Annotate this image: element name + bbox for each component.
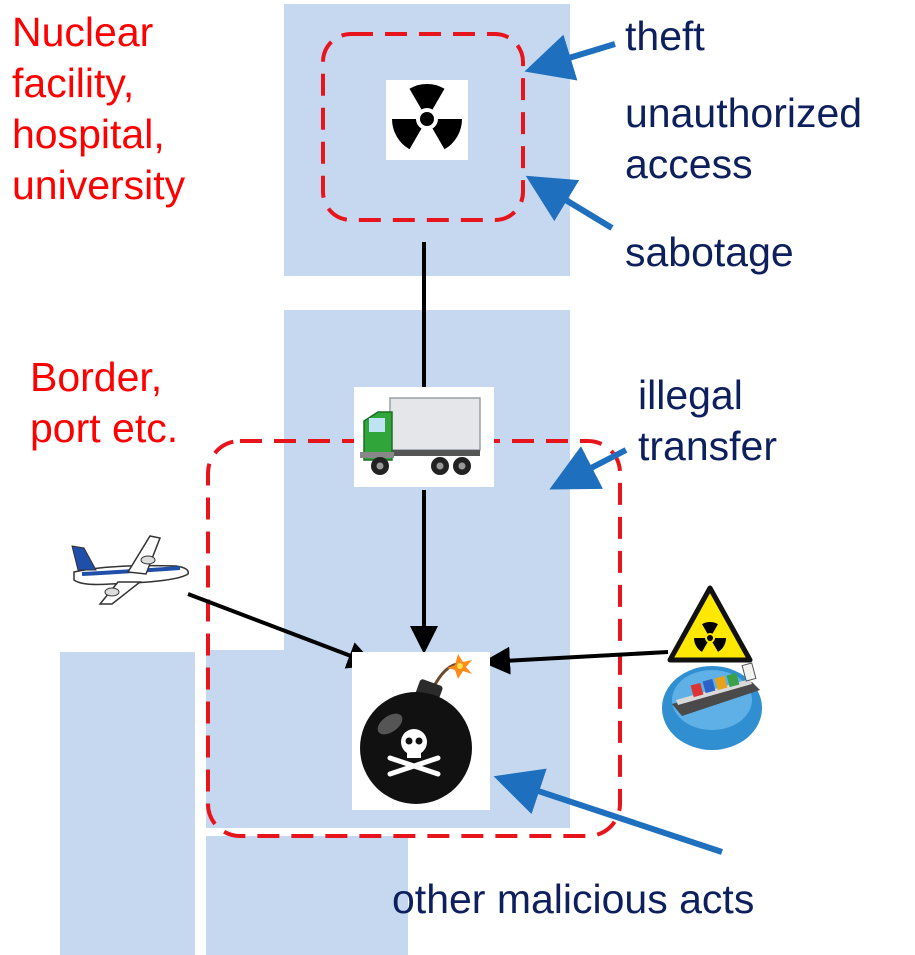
cargo-ship-icon bbox=[662, 662, 762, 750]
border-label: Border, port etc. bbox=[30, 352, 178, 454]
illegal-transfer-line: illegal bbox=[638, 372, 743, 418]
airplane-icon bbox=[71, 535, 189, 605]
facility-label-line: hospital, bbox=[12, 111, 165, 157]
border-label-line: Border, bbox=[30, 354, 163, 400]
arrow-theft bbox=[524, 34, 616, 81]
unauthorized-access-line: unauthorized bbox=[625, 90, 863, 136]
facility-label: Nuclear facility, hospital, university bbox=[12, 7, 185, 211]
flow-sea-to-bomb bbox=[482, 646, 669, 675]
facility-label-line: Nuclear bbox=[12, 9, 154, 55]
other-malicious-acts-label: other malicious acts bbox=[392, 876, 755, 922]
theft-label: theft bbox=[625, 13, 705, 59]
illegal-transfer-label: illegal transfer bbox=[638, 370, 777, 472]
radiation-trefoil-icon bbox=[386, 80, 468, 160]
facility-label-line: facility, bbox=[12, 60, 135, 106]
flow-air-to-bomb bbox=[187, 592, 376, 669]
left-zone-block bbox=[60, 652, 195, 955]
arrow-other-malicious-acts bbox=[493, 768, 723, 855]
border-label-line: port etc. bbox=[30, 405, 179, 451]
facility-label-line: university bbox=[12, 162, 186, 208]
truck-icon bbox=[354, 387, 494, 487]
bomb-icon bbox=[352, 652, 490, 810]
bottom-zone-block bbox=[206, 836, 408, 955]
unauthorized-access-label: unauthorized access bbox=[625, 88, 862, 190]
unauthorized-access-line: access bbox=[625, 141, 753, 187]
radiation-hazard-sign-icon bbox=[667, 585, 753, 663]
arrow-illegal-transfer bbox=[549, 446, 628, 490]
sabotage-label: sabotage bbox=[625, 229, 794, 275]
illegal-transfer-line: transfer bbox=[638, 423, 777, 469]
facility-security-perimeter bbox=[321, 32, 525, 222]
arrow-sabotage bbox=[525, 175, 614, 231]
